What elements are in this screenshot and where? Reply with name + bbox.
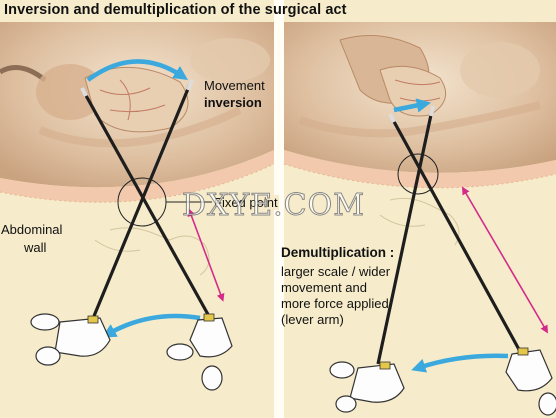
- curved-arrow-icon-right: [411, 353, 509, 373]
- abdominal-wall-band-right: [284, 150, 556, 188]
- right-instrument-b: [376, 105, 435, 365]
- fixed-point-label: Fixed point: [213, 195, 279, 210]
- demultiplication-title: Demultiplication :: [281, 245, 395, 260]
- short-arrow-icon: [393, 98, 432, 113]
- demultiplication-line: larger scale / wider: [281, 264, 391, 279]
- double-headed-arrow-icon: [187, 208, 225, 302]
- abdominal-wall-band: [0, 150, 274, 203]
- double-headed-arrow-icon-right: [461, 186, 549, 334]
- surgical-instrument-icon-3: [329, 361, 405, 413]
- wall-label: wall: [24, 240, 47, 255]
- left-instrument-b: [92, 79, 194, 317]
- watermark: DXYE.COM: [182, 188, 365, 224]
- demultiplication-line: movement and: [281, 280, 367, 295]
- panel-divider: [274, 0, 284, 418]
- surgical-instrument-icon-4: [505, 347, 556, 416]
- surgical-instrument-icon: [30, 313, 111, 366]
- fixed-point-circle-icon-right: [397, 153, 439, 195]
- surgical-instrument-icon-2: [166, 313, 233, 391]
- left-abdominal-cavity: [0, 22, 275, 203]
- movement-label: Movement: [204, 78, 265, 93]
- demultiplication-line: more force applied: [281, 296, 389, 311]
- inversion-label: inversion: [204, 95, 262, 110]
- abdominal-label: Abdominal: [1, 222, 63, 237]
- page-title: Inversion and demultiplication of the su…: [4, 2, 347, 18]
- curved-arrow-icon-lower: [101, 313, 201, 338]
- right-abdominal-cavity: [283, 22, 556, 189]
- demultiplication-line: (lever arm): [281, 312, 344, 327]
- curved-arrow-icon: [86, 59, 189, 82]
